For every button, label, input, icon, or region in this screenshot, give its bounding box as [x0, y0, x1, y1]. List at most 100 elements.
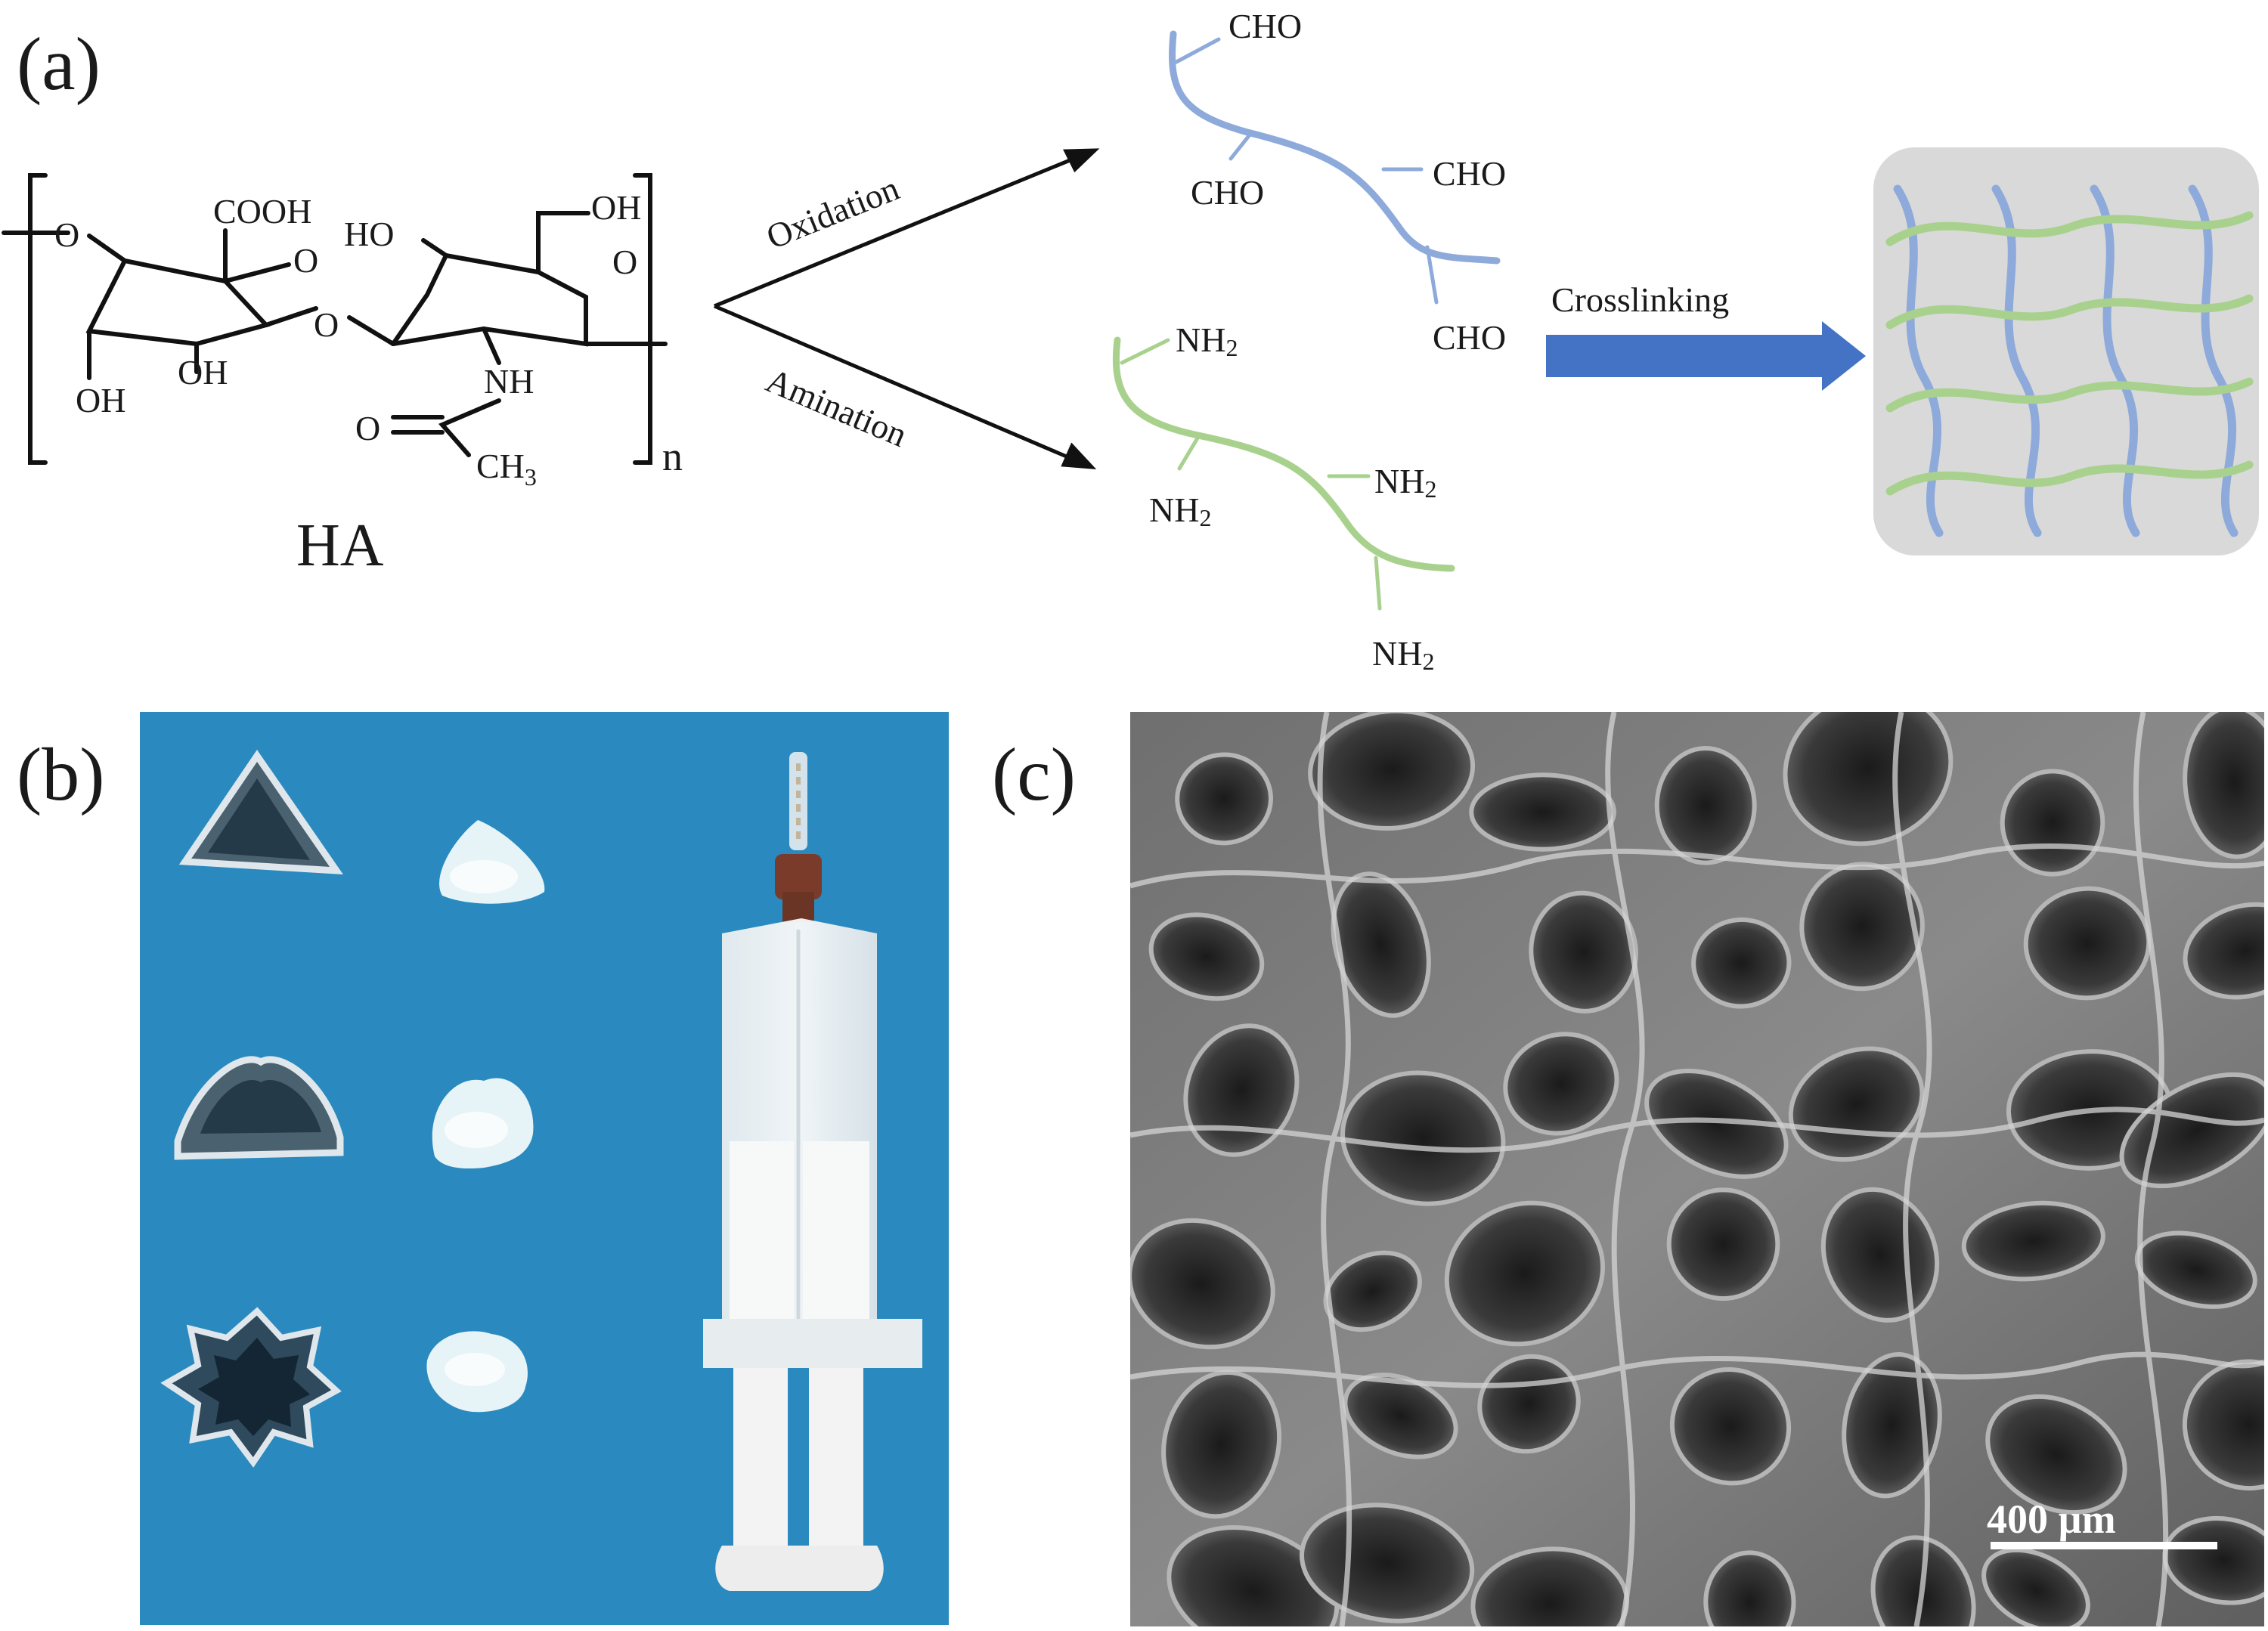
triangle-mold [178, 750, 343, 875]
cho-label-2: CHO [1191, 173, 1264, 212]
syringe-cap [775, 854, 822, 899]
sem-pore [1985, 1394, 2127, 1515]
ring-1-o-bond [223, 262, 291, 283]
sem-pore [1469, 772, 1616, 852]
syringe-fill-left [730, 1141, 794, 1319]
sem-pore [1503, 1032, 1619, 1136]
sem-pore [1444, 1200, 1606, 1347]
panel-b-label: (b) [17, 732, 105, 816]
network-green-strands [1885, 211, 2254, 496]
nh-label: NH [484, 362, 534, 401]
repeat-n-label: n [662, 434, 683, 479]
sem-walls [1130, 712, 2264, 1626]
plunger-right [809, 1368, 863, 1549]
sem-pore [1666, 1187, 1780, 1301]
ha-structure [2, 173, 668, 465]
reaction-arrows [714, 148, 1100, 470]
ring-1 [85, 234, 271, 347]
sem-scale-bar [1991, 1542, 2217, 1549]
sem-pore [1529, 890, 1638, 1014]
glycosidic-bond-b [347, 315, 395, 346]
oxidation-arrowhead [1063, 148, 1100, 173]
cooh-label: COOH [213, 192, 311, 231]
sem-image [1130, 712, 2264, 1626]
ring-o-left: O [54, 215, 79, 254]
amination-arrow [714, 304, 1074, 462]
sem-pore [1842, 1352, 1942, 1499]
plunger-base [715, 1546, 884, 1591]
sem-pore [2183, 712, 2264, 859]
sem-pore [1644, 1068, 1789, 1179]
ch3-sub: 3 [525, 463, 537, 491]
oxidized-branches [1174, 37, 1439, 305]
cho-label-3: CHO [1433, 154, 1506, 193]
oh-bottom-left: OH [76, 381, 125, 419]
syringe-flange [703, 1319, 922, 1368]
plunger-left [733, 1368, 788, 1549]
sem-pore [1703, 1550, 1796, 1626]
ha-name-label: HA [296, 512, 384, 579]
cho-label-4: CHO [1433, 318, 1506, 357]
oxidation-label: Oxidation [761, 169, 905, 256]
sem-pore [2000, 769, 2105, 877]
triangle-hydrogel [439, 820, 545, 904]
sem-pore [1669, 1366, 1792, 1486]
sem-pore [1161, 1369, 1282, 1519]
nh2-label-4: NH2 [1372, 634, 1434, 675]
sem-pore [1175, 752, 1273, 846]
right-bracket [633, 173, 652, 465]
sem-pore [1691, 917, 1792, 1009]
ring-2 [391, 252, 588, 347]
nh2-label-1: NH2 [1176, 320, 1238, 361]
ho-top-label: HO [344, 215, 394, 253]
panel-c: (c) 400 µm [992, 712, 2264, 1626]
oxidized-chain [1169, 30, 1501, 305]
heart-mold [174, 1056, 344, 1160]
ch3-main: CH [476, 447, 525, 485]
cho-label-1: CHO [1228, 7, 1302, 45]
oxidation-arrow [714, 155, 1078, 308]
aminated-backbone [1112, 336, 1455, 572]
carbonyl-double-bond [391, 415, 445, 435]
crosslinking-arrow-shaft [1546, 335, 1822, 377]
crosslinking-label: Crosslinking [1551, 280, 1729, 319]
ring-2-ch2oh-bond [536, 211, 590, 274]
oh-top-label: OH [591, 188, 641, 227]
glycosidic-bond-a [264, 306, 318, 327]
ring-2-nh-bond [482, 327, 501, 365]
left-bracket [28, 173, 48, 465]
hydrogel-network [1873, 147, 2259, 556]
dual-syringe [703, 752, 922, 1591]
sem-pore [1654, 746, 1757, 865]
ha-labels: O COOH O O OH OH HO OH O NH O CH3 n HA [54, 188, 683, 579]
syringe-fill-right [803, 1141, 869, 1319]
sem-pore [1961, 1200, 2105, 1282]
ring-2-o-label: O [612, 243, 637, 281]
sem-pore [1331, 871, 1431, 1018]
crosslinking-arrow-head [1822, 321, 1866, 391]
aminated-branches [1120, 338, 1382, 611]
oxidized-backbone [1169, 30, 1501, 265]
syringe-mixing-tip [789, 752, 807, 850]
star-mold [160, 1307, 342, 1468]
sem-pore [1183, 1023, 1300, 1157]
sem-pore [2183, 902, 2264, 1000]
panel-b: (b) [17, 712, 949, 1625]
sem-pore [1167, 1525, 1340, 1626]
sem-pore [1130, 1218, 1275, 1350]
sem-pore [1148, 912, 1265, 1001]
acetyl-bond [438, 398, 501, 457]
oh-bottom-middle: OH [178, 353, 228, 392]
nh2-label-2: NH2 [1149, 491, 1211, 531]
amination-label: Amination [761, 361, 912, 454]
ring-2-ho-bond [421, 238, 448, 258]
sem-pore [1981, 1547, 2090, 1626]
network-background [1873, 147, 2259, 556]
heart-hydrogel [432, 1078, 534, 1169]
aminated-chain [1112, 336, 1455, 611]
panel-c-label: (c) [992, 732, 1076, 816]
ch3-label: CH3 [476, 447, 537, 491]
sem-pore [1308, 712, 1476, 831]
sem-pore [2182, 1359, 2264, 1491]
